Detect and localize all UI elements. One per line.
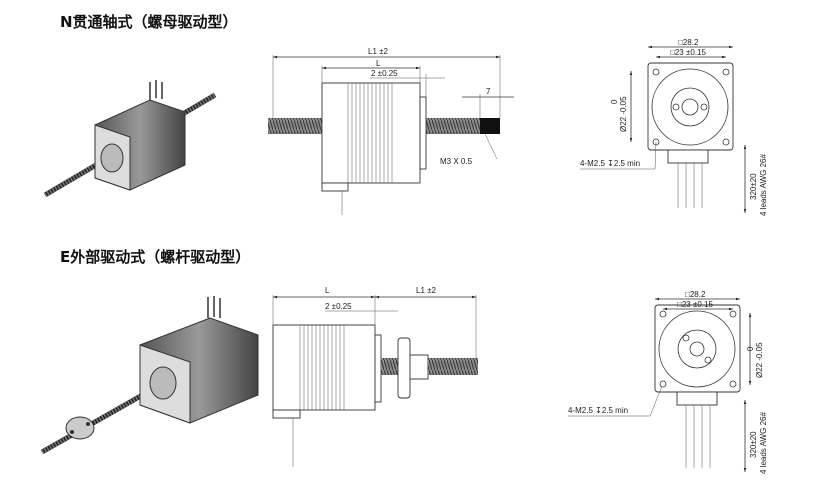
dim-l1: L1 ±2	[368, 47, 389, 56]
side-view-e: L L1 ±2 2 ±0.25	[272, 286, 478, 467]
section-title-e: E外部驱动式（螺杆驱动型）	[60, 248, 250, 266]
dim-hole-spacing: □23 ±0.15	[670, 48, 706, 57]
dim-pilot-e: 2 ±0.25	[325, 302, 352, 311]
dim-pilot-tol: 0	[610, 99, 619, 104]
front-view-e: □28.2 □23 ±0.15 Ø22 -0.05 0 4-M2.5 ↧2.5 …	[568, 290, 768, 474]
dim-l1-e: L1 ±2	[416, 286, 437, 295]
dim-tip: 7	[486, 87, 491, 96]
dim-leads-e: 4 leads AWG 26#	[759, 411, 768, 474]
dim-lead-length: 320±20	[749, 173, 758, 200]
dim-mount-holes-e: 4-M2.5 ↧2.5 min	[568, 406, 628, 415]
dim-hole-spacing-e: □23 ±0.15	[677, 300, 713, 309]
dim-mount-holes: 4-M2.5 ↧2.5 min	[580, 159, 640, 168]
dim-l: L	[376, 59, 381, 68]
dim-pilot-tol-e: 0	[746, 346, 755, 351]
motor-3d-render-n	[43, 80, 217, 198]
dim-pilot-diameter-e: Ø22 -0.05	[755, 342, 764, 378]
dim-l-e: L	[325, 286, 330, 295]
side-view-n: L1 ±2 L 2 ±0.25 7 M3 X 0.5	[268, 47, 514, 215]
dim-flange: □28.2	[678, 38, 699, 47]
dim-pilot-diameter: Ø22 -0.05	[619, 96, 628, 132]
dim-leads: 4 leads AWG 26#	[759, 153, 768, 216]
dim-lead-length-e: 320±20	[749, 431, 758, 458]
section-title-n: N贯通轴式（螺母驱动型）	[60, 13, 238, 31]
dim-flange-e: □28.2	[685, 290, 706, 299]
dim-thread: M3 X 0.5	[440, 157, 473, 166]
motor-3d-render-e	[40, 296, 259, 455]
dim-pilot: 2 ±0.25	[371, 69, 398, 78]
front-view-n: □28.2 □23 ±0.15 Ø22 -0.05 0 4-M2.5 ↧2.5 …	[580, 38, 768, 216]
